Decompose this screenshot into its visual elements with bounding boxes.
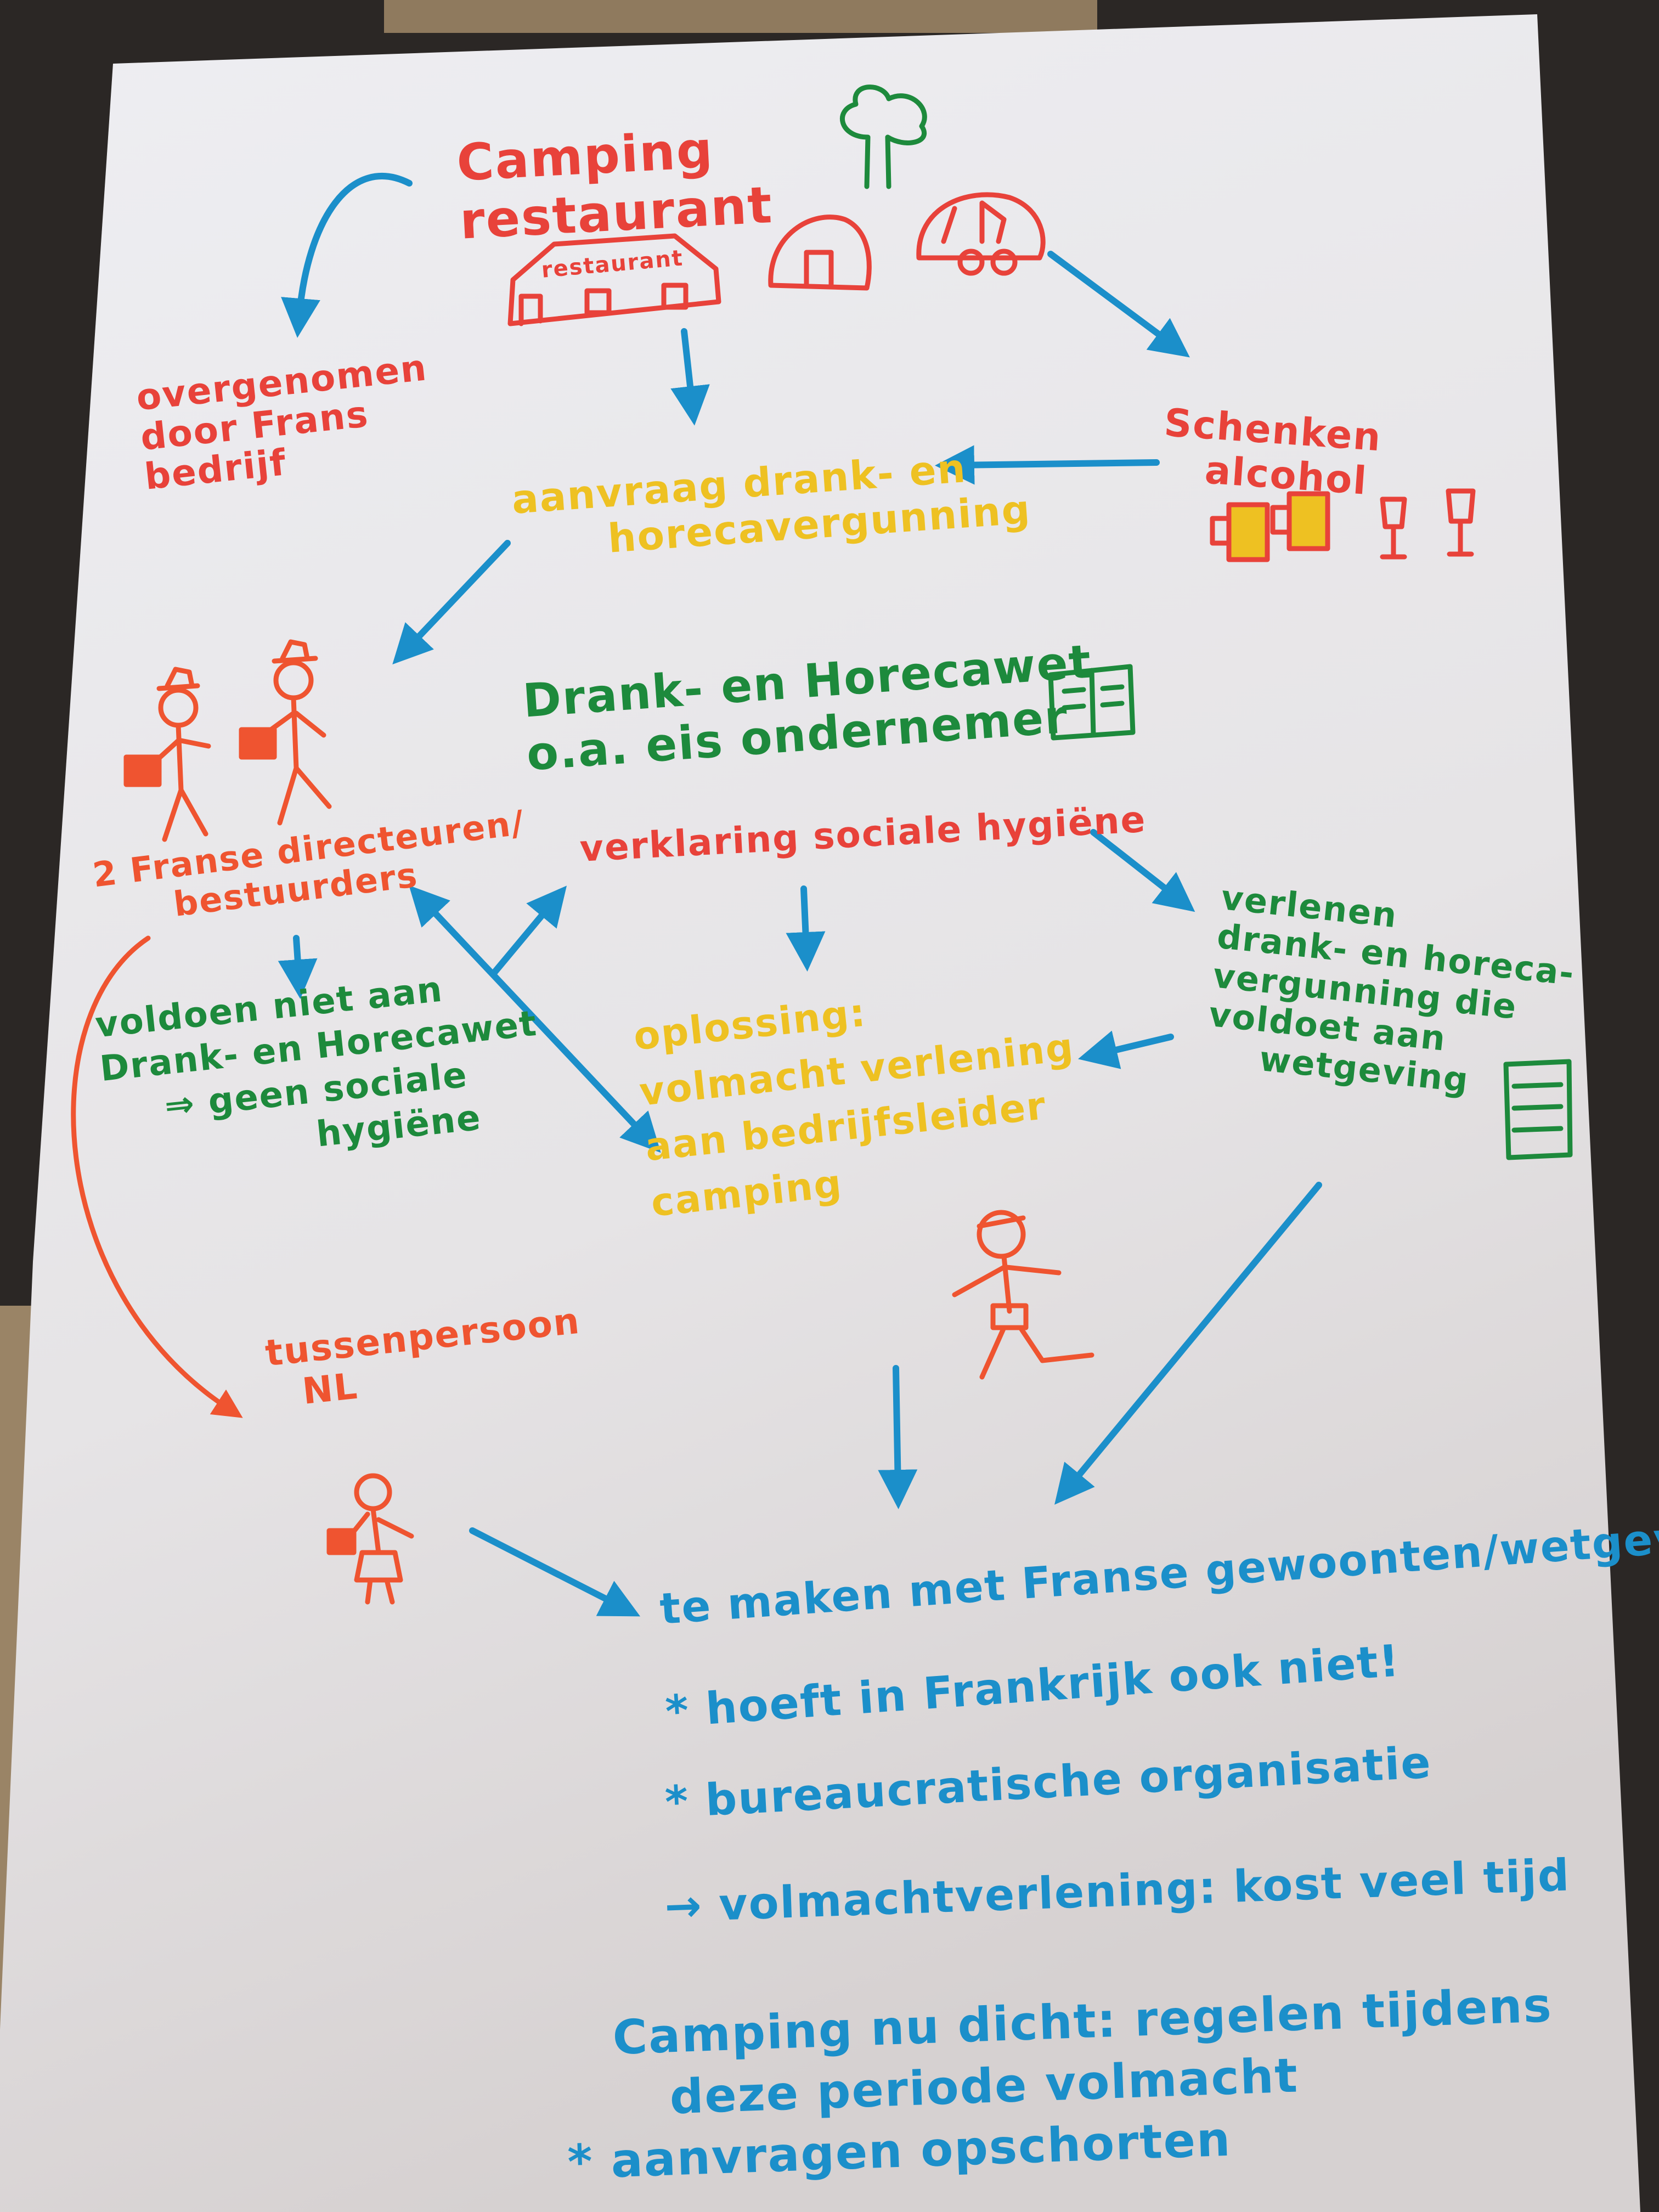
tent-icon (768, 215, 872, 291)
person-icon (123, 639, 332, 842)
arrow-directors-to-not-compliant (278, 935, 318, 999)
arrow-restaurant-to-application (670, 328, 710, 426)
closing-note: Camping nu dicht: regelen tijdens deze p… (567, 1975, 1558, 2192)
document-icon (1503, 1059, 1573, 1160)
book-icon (1048, 664, 1136, 741)
arrow-application-to-directors (392, 540, 511, 665)
wood-edge (384, 0, 1097, 33)
restaurant-building-icon (507, 233, 721, 326)
caravan-icon (916, 192, 1046, 276)
arrow-alcohol-to-application (935, 445, 1160, 485)
arrow-restaurant-to-taken-over (281, 173, 413, 338)
wine-glass-icon (1380, 488, 1476, 560)
arrow-directors-to-intermediary (71, 935, 243, 1418)
arrow-declaration-to-grant (1090, 829, 1195, 912)
person-icon (952, 1210, 1094, 1380)
arrow-caravan-to-alcohol (1047, 251, 1190, 358)
beer-mug-icon (1210, 491, 1330, 562)
tree-icon (840, 84, 927, 189)
arrow-grant-to-conclusions (1054, 1182, 1322, 1505)
arrow-declaration-to-solution (786, 885, 826, 972)
arrow-directors-solution (409, 885, 661, 1153)
node-serving-alcohol: Schenken alcohol (1160, 400, 1383, 504)
person-icon (326, 1473, 414, 1605)
node-grant-license: verlenen drank- en horeca- vergunning di… (1203, 877, 1581, 1110)
paper-sheet (0, 14, 1640, 2212)
node-camping-restaurant: Camping restaurant (455, 118, 774, 250)
arrow-solution-to-conclusions (878, 1365, 918, 1509)
node-solution: oplossing: volmacht verlening aan bedrij… (631, 964, 1088, 1231)
arrow-intermediary-to-conclusions (469, 1527, 641, 1617)
arrow-grant-to-solution (1077, 1030, 1174, 1069)
